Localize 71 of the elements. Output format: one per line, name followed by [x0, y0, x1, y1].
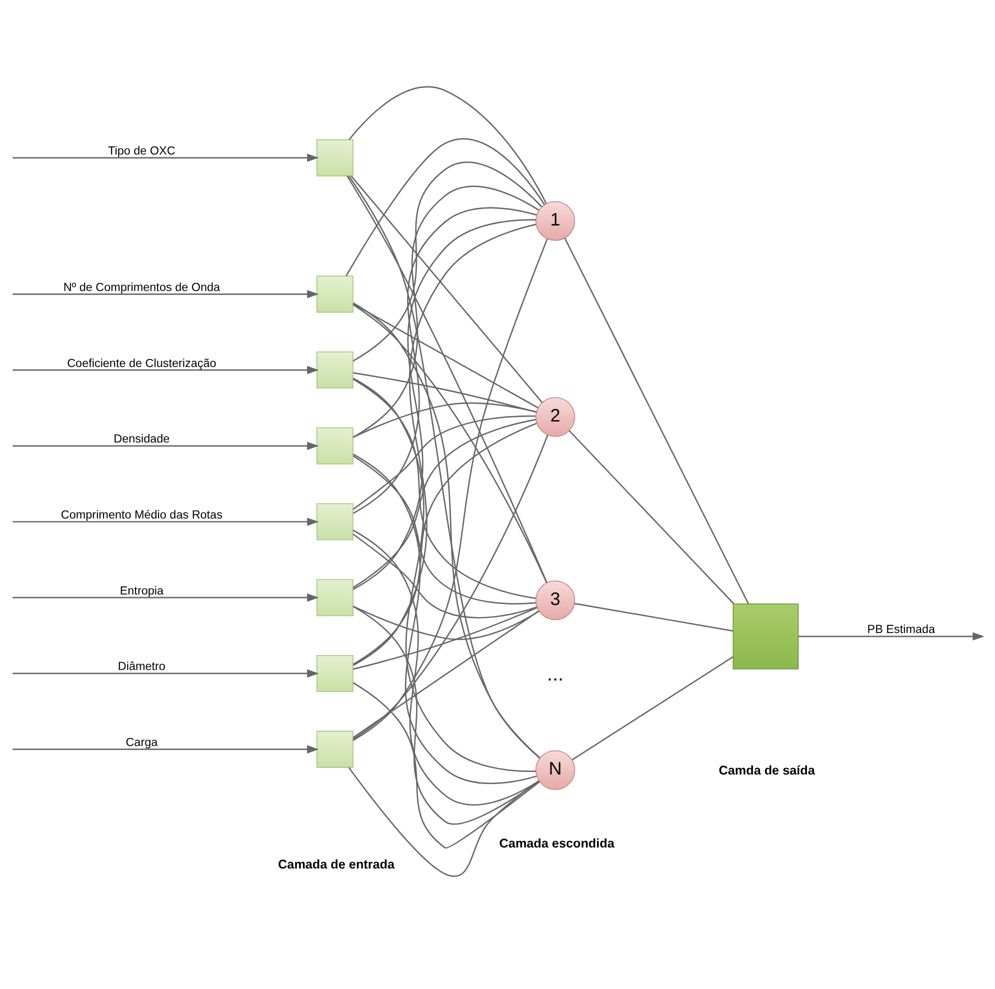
connector: [352, 207, 537, 514]
connector: [350, 176, 543, 403]
connector: [352, 534, 537, 618]
node-box: [316, 276, 354, 313]
label: Camda de saída: [718, 763, 815, 778]
label: Camada de entrada: [278, 857, 395, 872]
connector: [346, 138, 546, 276]
edge-label: Tipo de OXC: [108, 144, 176, 158]
label: ...: [547, 663, 564, 686]
connector: [352, 610, 540, 738]
connector: [353, 303, 538, 408]
arrow: [798, 632, 984, 641]
node-box: [316, 503, 354, 540]
connector: [352, 224, 536, 666]
connector: [352, 422, 537, 665]
connector: [353, 372, 537, 413]
edge-label: Carga: [126, 736, 158, 750]
node-box: [316, 139, 354, 176]
connector: [352, 434, 548, 740]
connector: [352, 378, 536, 600]
connector: [352, 162, 542, 362]
node-circle: 1: [535, 201, 576, 241]
connector: [352, 302, 540, 758]
connector: [572, 656, 734, 760]
node-box: [732, 603, 799, 670]
edge-label: Diâmetro: [118, 660, 166, 674]
arrow: [12, 442, 319, 450]
label: Camada escondida: [499, 836, 614, 850]
node-box: [316, 579, 354, 616]
connector: [352, 402, 537, 438]
node-box: [316, 730, 354, 768]
connector: [352, 606, 540, 825]
node-circle: 2: [535, 397, 576, 437]
node-box: [316, 654, 354, 692]
node-box: [316, 352, 354, 389]
connector: [352, 219, 536, 590]
connector: [353, 607, 538, 670]
connector: [352, 378, 536, 772]
connector: [348, 176, 540, 759]
connector: [352, 418, 536, 588]
connector: [348, 86, 547, 204]
connector: [346, 176, 548, 583]
connector: [564, 238, 749, 604]
connector: [352, 455, 536, 604]
connector: [352, 454, 537, 784]
node-circle: N: [535, 750, 576, 790]
connector: [352, 304, 548, 584]
connector: [352, 530, 540, 806]
edge-label: Comprimento Médio das Rotas: [60, 508, 222, 522]
connector: [352, 606, 540, 640]
node-circle: 3: [535, 580, 576, 620]
connector: [352, 415, 536, 510]
arrow: [12, 518, 319, 526]
node-box: [316, 427, 354, 464]
edge-label: PB Estimada: [867, 623, 936, 636]
arrow: [12, 290, 319, 298]
edge-label: Densidade: [114, 432, 170, 446]
connector: [348, 767, 540, 877]
connector: [574, 602, 733, 632]
connector: [352, 238, 548, 741]
arrow: [12, 366, 319, 374]
edge-label: Entropia: [120, 584, 164, 598]
arrow: [12, 745, 319, 754]
edge-label: Coeficiente de Clusterização: [67, 356, 216, 370]
arrow: [12, 154, 319, 162]
connector: [352, 682, 540, 848]
edge-label: Nº de Comprimentos de Onda: [63, 280, 220, 294]
connector: [568, 430, 734, 604]
arrow: [12, 594, 319, 602]
connector: [352, 186, 540, 438]
arrow: [12, 669, 319, 678]
